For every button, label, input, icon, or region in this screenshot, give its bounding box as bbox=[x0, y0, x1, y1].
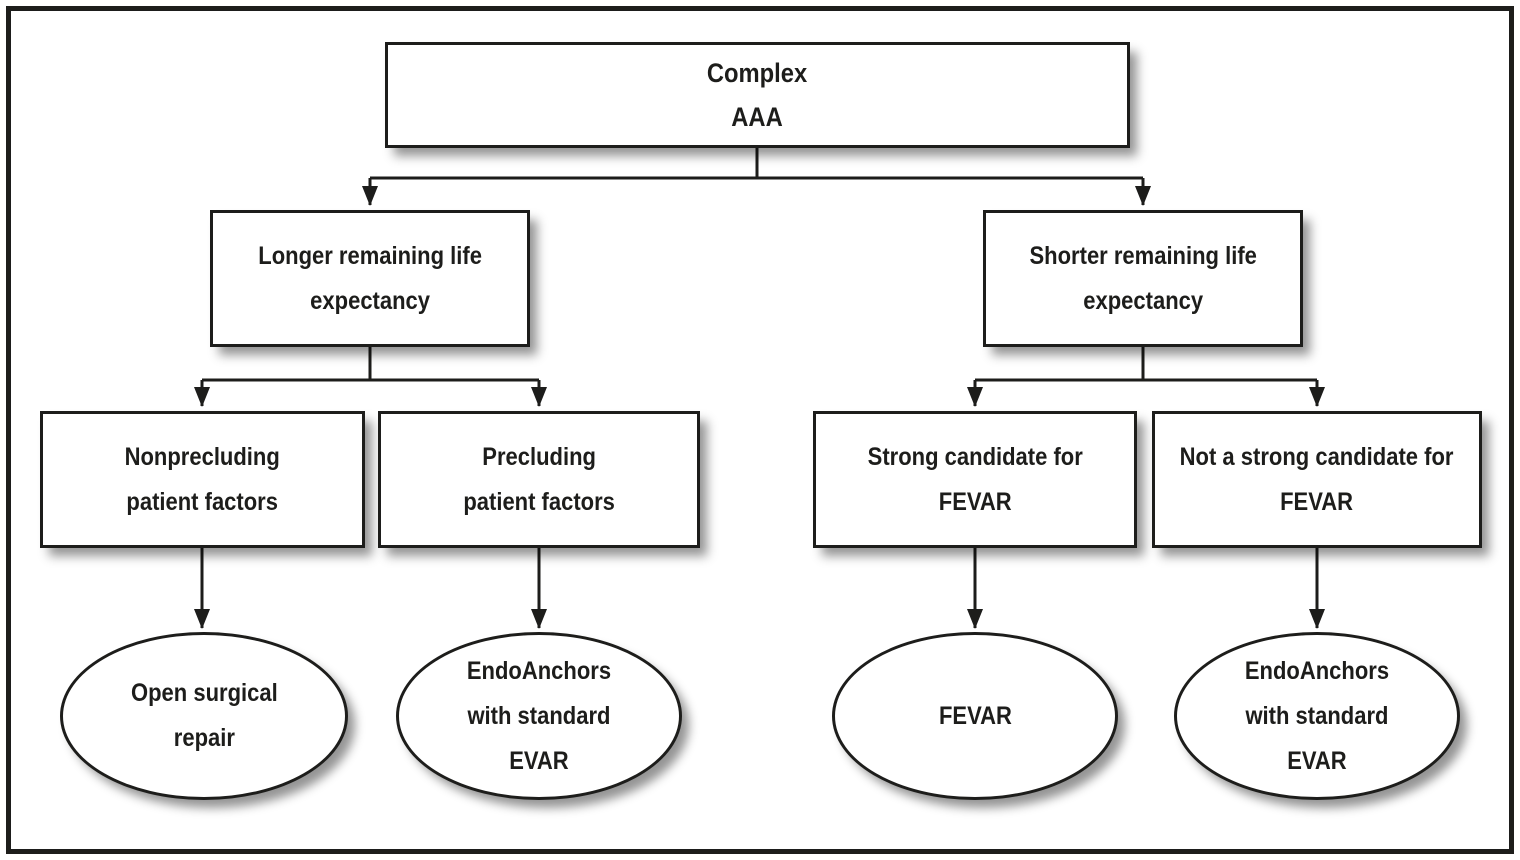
node-strong-candidate-fevar-label: Strong candidate for FEVAR bbox=[867, 442, 1083, 516]
node-strong-candidate-fevar: Strong candidate for FEVAR bbox=[813, 411, 1137, 548]
node-not-strong-candidate-fevar: Not a strong candidate for FEVAR bbox=[1152, 411, 1482, 548]
node-shorter-life-expectancy-label: Shorter remaining life expectancy bbox=[1029, 241, 1257, 315]
node-fevar-label: FEVAR bbox=[938, 701, 1012, 730]
node-nonprecluding-factors: Nonprecluding patient factors bbox=[40, 411, 365, 548]
node-longer-life-expectancy-label: Longer remaining life expectancy bbox=[258, 241, 482, 315]
node-endoanchors-evar-left: EndoAnchors with standard EVAR bbox=[396, 632, 682, 800]
node-not-strong-candidate-fevar-label: Not a strong candidate for FEVAR bbox=[1180, 442, 1454, 516]
node-fevar: FEVAR bbox=[832, 632, 1118, 800]
node-shorter-life-expectancy: Shorter remaining life expectancy bbox=[983, 210, 1303, 347]
node-complex-aaa-label: Complex AAA bbox=[707, 58, 808, 132]
node-endoanchors-evar-left-label: EndoAnchors with standard EVAR bbox=[466, 656, 612, 775]
node-endoanchors-evar-right-label: EndoAnchors with standard EVAR bbox=[1244, 656, 1390, 775]
node-complex-aaa: Complex AAA bbox=[385, 42, 1130, 148]
node-precluding-factors: Precluding patient factors bbox=[378, 411, 700, 548]
node-open-surgical-repair-label: Open surgical repair bbox=[130, 679, 278, 752]
node-endoanchors-evar-right: EndoAnchors with standard EVAR bbox=[1174, 632, 1460, 800]
node-nonprecluding-factors-label: Nonprecluding patient factors bbox=[124, 442, 281, 516]
node-open-surgical-repair: Open surgical repair bbox=[60, 632, 348, 800]
node-precluding-factors-label: Precluding patient factors bbox=[463, 442, 615, 516]
node-longer-life-expectancy: Longer remaining life expectancy bbox=[210, 210, 530, 347]
